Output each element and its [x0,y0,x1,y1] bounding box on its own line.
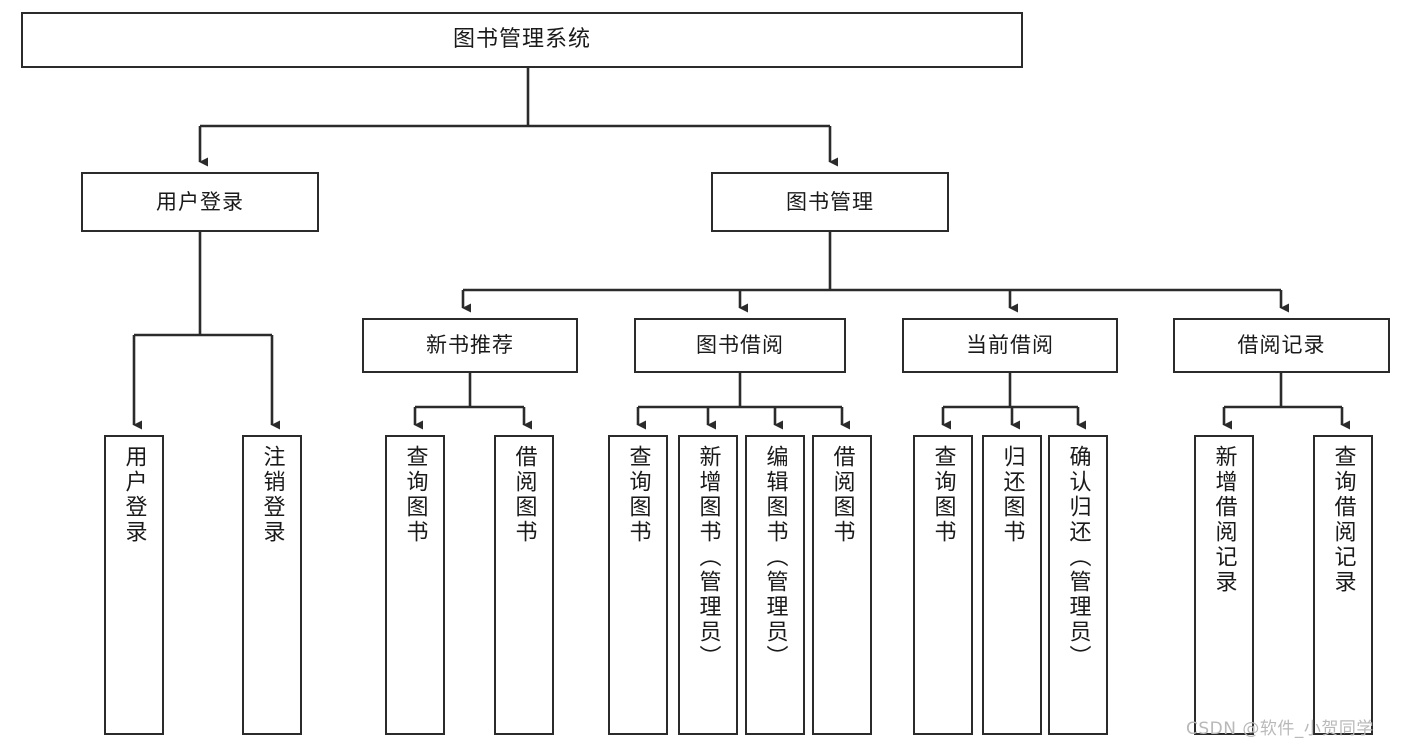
leaf-query-book-recommend[interactable]: 查询图书 [385,435,445,735]
node-current-borrow[interactable]: 当前借阅 [902,318,1118,373]
node-label: 归还图书 [999,445,1025,545]
node-root-book-management-system[interactable]: 图书管理系统 [21,12,1023,68]
node-label: 注销登录 [259,445,285,545]
node-new-book-recommend[interactable]: 新书推荐 [362,318,578,373]
node-label: 借阅图书 [511,445,537,545]
node-label: 查询图书 [402,445,428,545]
leaf-query-borrow-record[interactable]: 查询借阅记录 [1313,435,1373,735]
node-label: 图书管理系统 [452,27,591,53]
node-book-management[interactable]: 图书管理 [711,172,949,232]
leaf-user-login[interactable]: 用户登录 [104,435,164,735]
node-label: 查询借阅记录 [1330,445,1356,595]
node-label: 借阅图书 [829,445,855,545]
leaf-edit-book[interactable]: 编辑图书（管理员） [745,435,805,735]
leaf-borrow-book-recommend[interactable]: 借阅图书 [494,435,554,735]
leaf-query-book-borrow[interactable]: 查询图书 [608,435,668,735]
node-label: 用户登录 [156,189,244,214]
leaf-query-book-current[interactable]: 查询图书 [913,435,973,735]
node-label: 用户登录 [121,445,147,545]
node-label: 编辑图书（管理员） [762,445,788,670]
leaf-return-book[interactable]: 归还图书 [982,435,1042,735]
leaf-borrow-book[interactable]: 借阅图书 [812,435,872,735]
node-label: 图书借阅 [696,333,784,358]
leaf-add-borrow-record[interactable]: 新增借阅记录 [1194,435,1254,735]
node-book-borrow[interactable]: 图书借阅 [634,318,846,373]
node-label: 确认归还（管理员） [1065,445,1091,670]
watermark-text: CSDN @软件_小贺同学 [1186,719,1374,739]
node-user-login[interactable]: 用户登录 [81,172,319,232]
leaf-confirm-return[interactable]: 确认归还（管理员） [1048,435,1108,735]
node-label: 查询图书 [930,445,956,545]
node-label: 当前借阅 [966,333,1054,358]
node-label: 新增借阅记录 [1211,445,1237,595]
node-borrow-record[interactable]: 借阅记录 [1173,318,1390,373]
node-label: 查询图书 [625,445,651,545]
leaf-add-book[interactable]: 新增图书（管理员） [678,435,738,735]
node-label: 新增图书（管理员） [695,445,721,670]
leaf-user-logout[interactable]: 注销登录 [242,435,302,735]
node-label: 借阅记录 [1237,333,1326,358]
node-label: 新书推荐 [426,333,514,358]
node-label: 图书管理 [786,189,874,214]
